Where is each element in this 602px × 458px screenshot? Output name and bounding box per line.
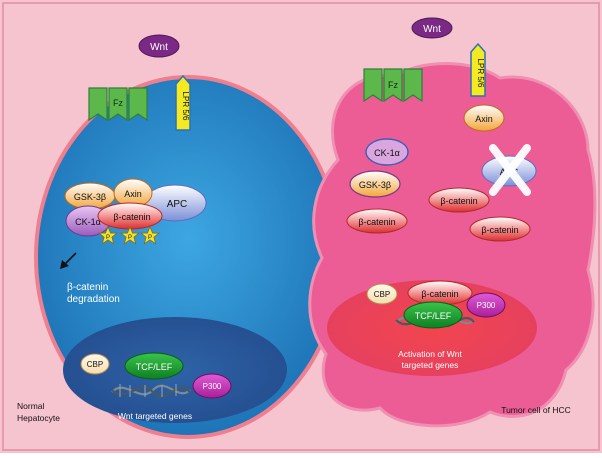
degradation-text-1: β-catenin <box>67 282 108 293</box>
tcf-lef-protein-right: TCF/LEF <box>403 301 463 329</box>
phosphate-star-2: P <box>119 225 141 245</box>
cbp-protein-left: CBP <box>80 353 110 375</box>
p300-protein-right: P300 <box>466 292 506 318</box>
svg-text:β-catenin: β-catenin <box>481 225 518 235</box>
beta-catenin-right-c: β-catenin <box>469 216 531 242</box>
beta-catenin-nuclear: β-catenin <box>407 280 473 306</box>
wnt-label-right: Wnt <box>423 24 441 35</box>
normal-hepatocyte-label-1: Normal <box>17 401 45 411</box>
ck1a-protein-right: CK-1α <box>365 138 409 166</box>
phosphate-star-1: P <box>97 225 119 245</box>
phosphate-stars: P P P <box>97 225 161 245</box>
fz-label-right: Fz <box>388 80 398 90</box>
svg-text:CK-1α: CK-1α <box>374 148 400 158</box>
tcf-lef-protein-left: TCF/LEF <box>124 352 184 380</box>
beta-catenin-label-left: β-catenin <box>113 212 150 222</box>
svg-text:P: P <box>106 235 110 241</box>
apc-inactivated-x-icon <box>489 144 531 196</box>
svg-text:CBP: CBP <box>374 290 390 299</box>
gsk3b-protein-right: GSK-3β <box>349 170 401 198</box>
degradation-text-2: degradation <box>67 294 120 305</box>
dna-helix-left <box>111 384 191 398</box>
svg-text:β-catenin: β-catenin <box>440 196 477 206</box>
wnt-genes-label-left: Wnt targeted genes <box>118 411 192 421</box>
beta-catenin-right-b: β-catenin <box>346 208 408 234</box>
ck1a-label-left: CK-1α <box>75 217 101 227</box>
svg-text:TCF/LEF: TCF/LEF <box>136 362 173 372</box>
svg-text:Axin: Axin <box>475 114 493 124</box>
gsk3b-label-left: GSK-3β <box>74 192 106 202</box>
apc-label-left: APC <box>167 199 188 210</box>
svg-text:P: P <box>148 235 152 241</box>
activation-label-1: Activation of Wnt <box>398 349 462 359</box>
cbp-protein-right: CBP <box>366 283 398 305</box>
p300-protein-left: P300 <box>192 373 232 399</box>
svg-text:β-catenin: β-catenin <box>358 217 395 227</box>
svg-text:P300: P300 <box>477 301 496 310</box>
tumor-cell-label: Tumor cell of HCC <box>501 405 571 415</box>
wnt-label-left: Wnt <box>150 42 168 53</box>
svg-text:CBP: CBP <box>87 360 103 369</box>
beta-catenin-right-a: β-catenin <box>428 187 490 213</box>
svg-text:GSK-3β: GSK-3β <box>359 180 391 190</box>
degradation-arrow <box>60 252 77 269</box>
fz-receptor-right: Fz <box>363 68 423 103</box>
wnt-ligand-left: Wnt <box>138 34 180 58</box>
phosphate-star-3: P <box>139 225 161 245</box>
lpr-coreceptor-left: LPR 5/6 <box>175 74 191 131</box>
svg-text:TCF/LEF: TCF/LEF <box>415 311 452 321</box>
axin-label-left: Axin <box>124 189 142 199</box>
fz-receptor-left: Fz <box>88 87 148 122</box>
lpr-label-left: LPR 5/6 <box>181 92 190 121</box>
activation-label-2: targeted genes <box>402 360 459 370</box>
normal-hepatocyte-label-2: Hepatocyte <box>17 413 60 423</box>
lpr-label-right: LPR 5/6 <box>476 59 485 88</box>
fz-label-left: Fz <box>113 98 123 108</box>
background-border <box>2 2 600 451</box>
axin-protein-right: Axin <box>463 104 505 132</box>
wnt-ligand-right: Wnt <box>411 17 453 39</box>
svg-text:P300: P300 <box>203 382 222 391</box>
lpr-coreceptor-right: LPR 5/6 <box>470 42 486 97</box>
svg-text:P: P <box>128 235 132 241</box>
destruction-complex: APC GSK-3β Axin CK-1α β-catenin <box>64 178 207 237</box>
svg-text:β-catenin: β-catenin <box>421 289 458 299</box>
